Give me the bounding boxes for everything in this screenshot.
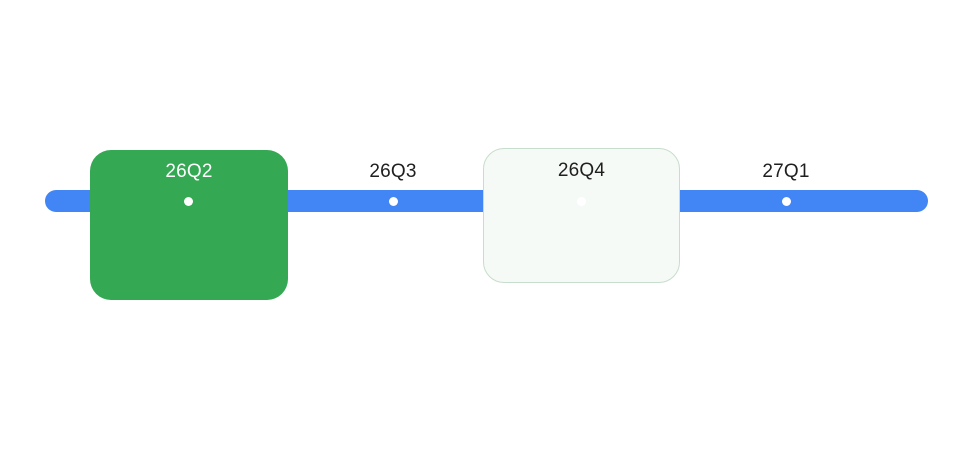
timeline-dot-27q1[interactable] xyxy=(781,196,791,206)
milestone-title-26q4: 26Q4 xyxy=(557,160,606,181)
milestone-title-27q1: 27Q1 xyxy=(762,161,810,182)
timeline-dot-26q4[interactable] xyxy=(576,196,586,206)
timeline-dot-26q3[interactable] xyxy=(388,196,398,206)
milestone-title-26q3: 26Q3 xyxy=(369,161,417,182)
timeline-dot-26q2[interactable] xyxy=(183,196,193,206)
milestone-card-26q4[interactable] xyxy=(483,148,680,283)
milestone-card-26q2[interactable] xyxy=(90,150,288,300)
milestone-title-26q2: 26Q2 xyxy=(165,161,213,182)
